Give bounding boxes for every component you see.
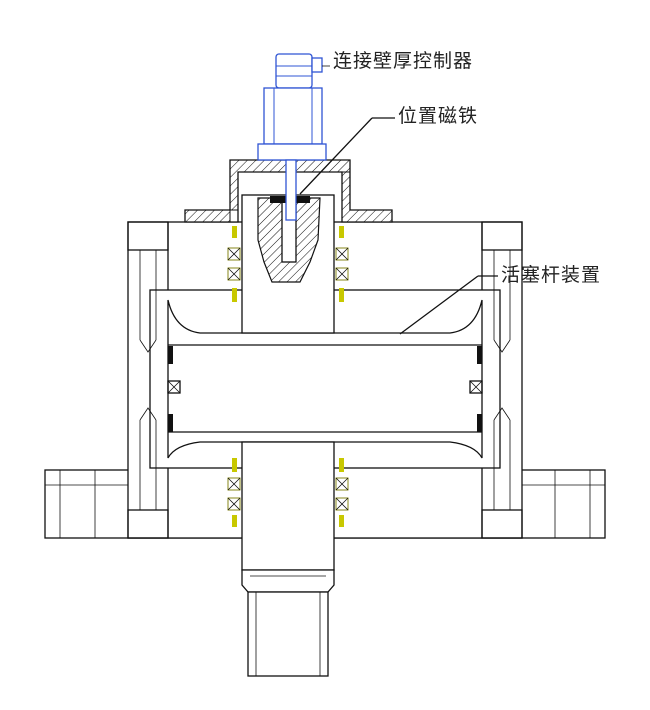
piston-rod-label: 活塞杆装置 <box>501 264 602 286</box>
top-cap <box>184 159 393 223</box>
magnet-label: 位置磁铁 <box>398 105 479 127</box>
controller-label: 连接壁厚控制器 <box>333 50 474 72</box>
lower-rod <box>227 441 349 677</box>
leader-lines <box>299 65 498 335</box>
piston <box>167 299 483 459</box>
displacement-sensor <box>257 53 327 221</box>
